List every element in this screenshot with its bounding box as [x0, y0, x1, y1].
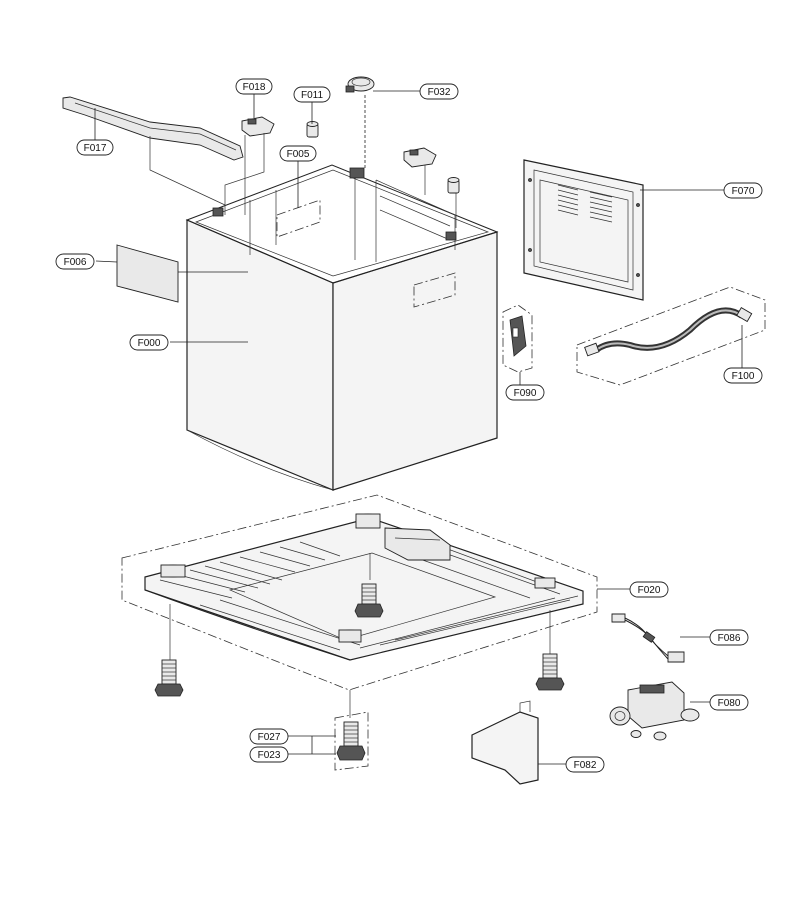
- callout-label: F020: [638, 585, 661, 596]
- callout-F090: F090: [505, 384, 545, 401]
- small-cylinder-part-right: [447, 177, 460, 194]
- callout-label: F005: [287, 149, 310, 160]
- cover-shield-part: [471, 700, 539, 785]
- callout-label: F100: [732, 371, 755, 382]
- leg-bolt-center: [354, 583, 384, 618]
- leg-bolt-front: [334, 711, 369, 771]
- base-frame: [121, 494, 598, 691]
- side-plate-part: [116, 244, 179, 303]
- top-clip-part-right: [403, 147, 437, 168]
- drain-pump-part: [609, 681, 700, 741]
- callout-label: F090: [514, 388, 537, 399]
- leader-lines: [94, 90, 743, 765]
- callout-F070: F070: [723, 182, 763, 199]
- callout-F017: F017: [76, 139, 114, 156]
- callout-label: F080: [718, 698, 741, 709]
- callout-label: F070: [732, 186, 755, 197]
- callout-label: F023: [258, 750, 281, 761]
- drain-hose-part: [576, 286, 766, 386]
- callout-label: F011: [301, 90, 323, 101]
- ring-clamp-part: [345, 76, 375, 93]
- cabinet: [185, 164, 499, 491]
- switch-part: [502, 304, 533, 373]
- callout-F032: F032: [419, 83, 459, 100]
- callout-F000: F000: [129, 334, 169, 351]
- callout-F023: F023: [249, 746, 289, 763]
- callout-label: F027: [258, 732, 281, 743]
- callout-F100: F100: [723, 367, 763, 384]
- callout-F027: F027: [249, 728, 289, 745]
- small-cylinder-part: [306, 121, 319, 138]
- callout-connectors: [288, 735, 313, 755]
- callout-F082: F082: [565, 756, 605, 773]
- callout-F005: F005: [279, 145, 317, 162]
- callout-label: F017: [84, 143, 107, 154]
- callout-F006: F006: [55, 253, 95, 270]
- rear-cover-panel: [523, 159, 644, 301]
- callout-label: F006: [64, 257, 87, 268]
- callout-F020: F020: [629, 581, 669, 598]
- callout-label: F018: [243, 82, 266, 93]
- leg-bolt-left: [154, 659, 184, 697]
- callout-F018: F018: [235, 78, 273, 95]
- leg-bolt-right: [535, 653, 565, 691]
- callout-label: F000: [138, 338, 161, 349]
- top-rail-part: [62, 96, 244, 161]
- top-clip-part-left: [241, 116, 275, 137]
- callout-F086: F086: [709, 629, 749, 646]
- callout-label: F082: [574, 760, 597, 771]
- wire-harness-part: [611, 613, 685, 663]
- callout-F080: F080: [709, 694, 749, 711]
- callout-label: F032: [428, 87, 451, 98]
- callout-F011: F011: [293, 86, 331, 103]
- callout-label: F086: [718, 633, 741, 644]
